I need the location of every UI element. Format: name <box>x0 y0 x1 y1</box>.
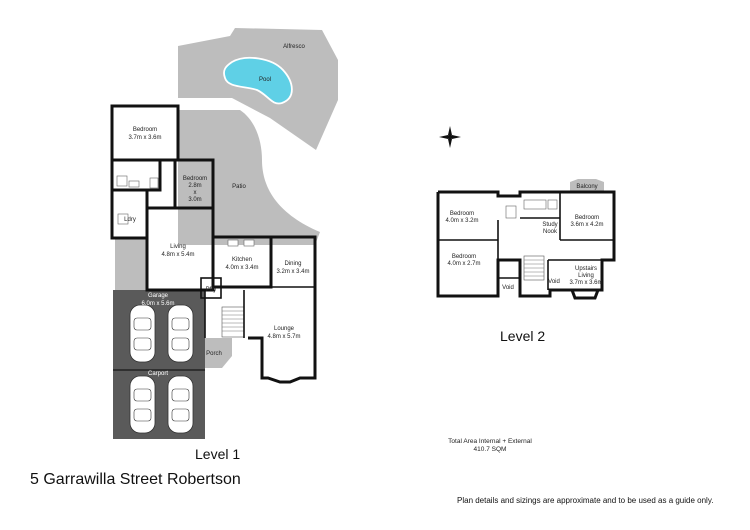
bedroom-4-size: 3.6m x 4.2m <box>570 222 603 228</box>
address: 5 Garrawilla Street Robertson <box>30 471 241 488</box>
bedroom-5-size: 4.0m x 2.7m <box>447 261 480 267</box>
level1-title: Level 1 <box>195 446 240 462</box>
bedroom-1-size: 3.7m x 3.6m <box>128 135 161 141</box>
compass-icon <box>439 126 461 148</box>
car-icon <box>167 304 194 363</box>
level2-title: Level 2 <box>500 328 545 344</box>
stairs-level1 <box>221 306 245 338</box>
bedroom-3-label: Bedroom <box>450 211 474 217</box>
area-line-2: 410.7 SQM <box>474 446 507 453</box>
void-1-label: Void <box>502 285 514 291</box>
kitchen-label: Kitchen <box>232 257 252 263</box>
pantry-label: Pfry <box>206 287 217 293</box>
pool <box>223 56 293 105</box>
laundry-label: Ldry <box>124 217 136 223</box>
garage-label: Garage <box>148 293 169 299</box>
disclaimer: Plan details and sizings are approximate… <box>457 496 713 505</box>
bedroom-1-label: Bedroom <box>133 127 157 133</box>
kitchen-size: 4.0m x 3.4m <box>225 265 258 271</box>
car-icon <box>129 375 156 434</box>
upstairs-living-label-2: Living <box>578 273 594 279</box>
pool-label: Pool <box>259 77 271 83</box>
dining-size: 3.2m x 3.4m <box>276 269 309 275</box>
balcony-label: Balcony <box>576 184 597 190</box>
upstairs-living-label-1: Upstairs <box>575 266 597 272</box>
alfresco-label: Alfresco <box>283 44 305 50</box>
lounge-size: 4.8m x 5.7m <box>267 334 300 340</box>
living-label: Living <box>170 244 186 250</box>
bedroom-5-label: Bedroom <box>452 254 476 260</box>
side-path <box>115 238 147 290</box>
bedroom-3-size: 4.0m x 3.2m <box>445 218 478 224</box>
carport-label: Carport <box>148 371 168 377</box>
living-size: 4.8m x 5.4m <box>161 252 194 258</box>
void-2-label: Void <box>548 279 560 285</box>
area-line-1: Total Area Internal + External <box>448 438 532 445</box>
dining-label: Dining <box>284 261 301 267</box>
porch-area <box>205 338 232 368</box>
study-nook-label-1: Study <box>542 222 557 228</box>
upstairs-living-size: 3.7m x 3.6m <box>569 280 602 286</box>
stairs-level2 <box>523 255 545 281</box>
car-icon <box>129 304 156 363</box>
bedroom-4-label: Bedroom <box>575 215 599 221</box>
balcony-area <box>570 179 604 192</box>
garage-size: 6.0m x 5.6m <box>141 301 174 307</box>
bedroom-2-label: Bedroom <box>183 176 207 182</box>
bedroom-2-size-3: 3.0m <box>188 197 201 203</box>
porch-label: Porch <box>206 351 222 357</box>
bedroom-2-size-2: x <box>194 190 197 196</box>
car-icon <box>167 375 194 434</box>
bedroom-2-size-1: 2.8m <box>188 183 201 189</box>
lounge-label: Lounge <box>274 326 295 332</box>
patio-label: Patio <box>232 184 246 190</box>
study-nook-label-2: Nook <box>543 229 558 235</box>
